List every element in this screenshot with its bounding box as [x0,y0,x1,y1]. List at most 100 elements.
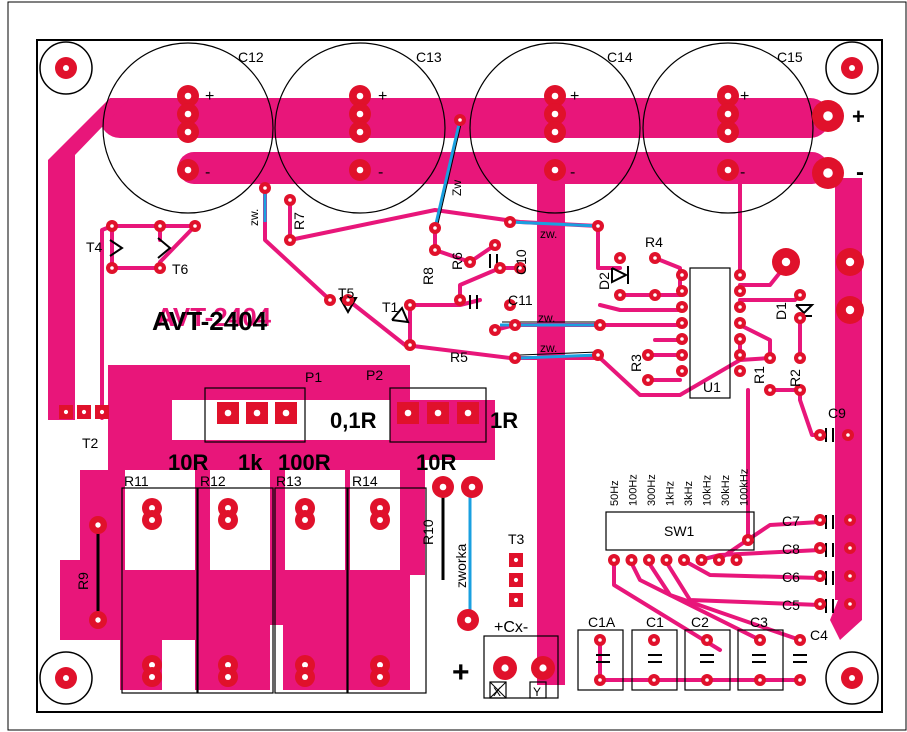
pad-hole [551,110,559,118]
pad-hole [225,662,231,668]
big-plus-label: + [452,656,470,689]
supply-plus-label: + [852,104,865,129]
wire-links [96,490,445,620]
pad-hole [288,198,292,202]
label-c10: C10 [513,249,529,275]
pad-hole [158,224,162,228]
label-zw-1: zw. [540,227,557,241]
label-c7: C7 [782,513,800,529]
label-r9: R9 [75,572,91,590]
label-zw-top: Zw [450,180,464,196]
label-c14: C14 [607,49,633,65]
pad-hole [302,517,308,523]
pad-hole [81,409,87,415]
pad-hole [798,678,802,682]
pad-hole [652,678,656,682]
pad-hole [149,674,155,680]
capacitor-c14-outline [469,42,641,214]
pad-hole [845,305,855,315]
pad-hole [618,256,622,260]
switch-position-label: 100Hz [628,474,640,506]
pad-hole [253,409,261,417]
pad-hole [513,597,519,603]
label-r8: R8 [420,267,436,285]
label-p2: P2 [366,367,383,383]
pad-hole [193,224,197,228]
pad-hole [596,353,600,357]
pad-hole [433,248,437,252]
pad-hole [846,433,850,437]
pad-hole [508,220,512,224]
label-c12: C12 [238,49,264,65]
pad-hole [513,356,517,360]
pad-hole [501,664,509,672]
label-r14: R14 [352,473,378,489]
plus-mark-c13: + [378,88,387,105]
pad-hole [458,118,462,122]
switch-position-label: 50Hz [609,480,621,506]
pad-hole [468,483,476,491]
minus-mark-c12: - [205,164,210,181]
pad-hole [738,337,742,341]
board-outline [36,39,883,713]
pad-hole [493,328,497,332]
pad-hole [149,517,155,523]
pad-hole [356,110,364,118]
pad-hole [302,662,308,668]
label-d2: D2 [596,272,612,290]
pad-hole [758,638,762,642]
label-r3: R3 [628,354,644,372]
pad-hole [149,505,155,511]
pad-hole [680,273,684,277]
label-r13: R13 [276,473,302,489]
pad-hole [738,273,742,277]
pad-hole [680,369,684,373]
label-c8: C8 [782,541,800,557]
pad-hole [110,266,114,270]
supply-minus-label: - [856,159,864,186]
pad-hole [848,574,852,578]
pad-hole [758,678,762,682]
pad-hole [823,111,833,121]
pad-hole [798,316,802,320]
pad-hole [356,92,364,100]
label-t3: T3 [508,531,525,547]
pad-hole [646,378,650,382]
pad-hole [468,260,472,264]
label-cx: +Cx- [494,619,528,636]
pad-hole [646,353,650,357]
label-r5: R5 [450,349,468,365]
switch-position-label: 100kHz [739,469,751,506]
capacitor-c13-outline [274,42,446,214]
pad-hole [738,369,742,373]
pad-hole [282,409,290,417]
pad-hole [377,517,383,523]
label-t4: T4 [86,239,103,255]
pad-hole [498,266,502,270]
pad-hole [724,92,732,100]
drawing-frame [7,1,907,731]
pad-hole [768,388,772,392]
pad-hole [746,538,750,542]
label-zw-3: zw. [540,341,557,355]
pad-hole [738,321,742,325]
pad-hole [377,505,383,511]
pad-hole [356,166,364,174]
pad-hole [225,517,231,523]
label-zw-2: zw. [538,311,555,325]
minus-mark-c14: - [570,164,575,181]
label-d1: D1 [773,302,789,320]
pad-hole [377,662,383,668]
pad-hole [653,256,657,260]
pad-hole [818,602,822,606]
label-t2: T2 [82,435,99,451]
pad-hole [781,257,791,267]
pad-hole [225,674,231,680]
pad-hole [434,409,442,417]
board-title: AVT-2404 [152,306,268,336]
label-c13: C13 [416,49,442,65]
label-u1: U1 [703,379,721,395]
resistor-value-labels: 10R 1k 100R 0,1R 1R 10R [168,408,518,475]
label-c6: C6 [782,569,800,585]
